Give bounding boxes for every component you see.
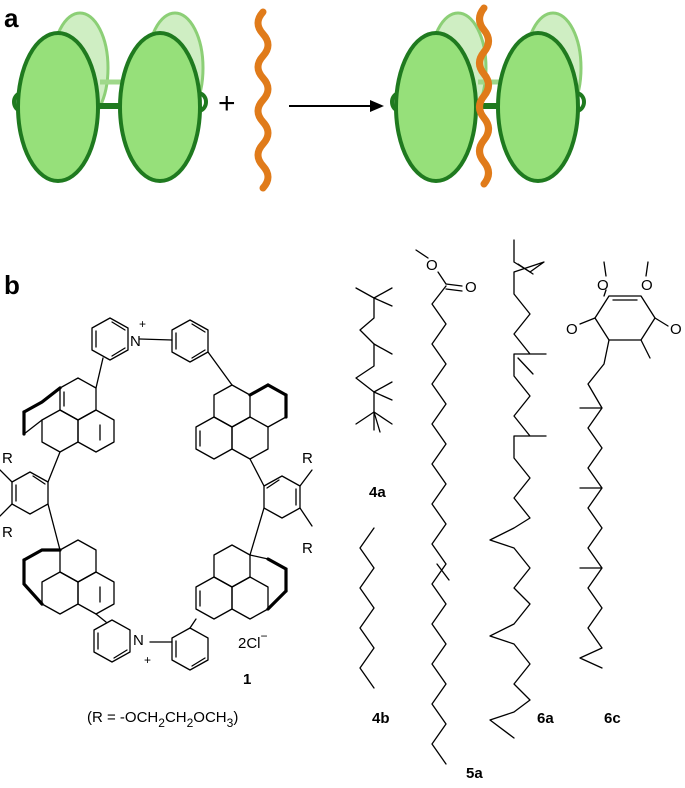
r-definition: (R = -OCH2CH2OCH3) <box>87 709 238 730</box>
phenanthrene-top-left <box>22 377 115 453</box>
dialkoxy-phenylene-left <box>0 469 49 517</box>
guest-6a-structure <box>489 239 547 739</box>
ester-oxygen: O <box>426 257 438 274</box>
compound-label-6c: 6c <box>604 710 621 727</box>
r-group-right-bottom: R <box>302 540 313 557</box>
quinone-oxygen-right: O <box>670 321 682 338</box>
methoxy-oxygen-left: O <box>597 277 609 294</box>
charge-bottom: + <box>144 653 151 667</box>
phenylene-ring-top <box>171 319 209 363</box>
reaction-arrow <box>289 100 384 112</box>
quinone-ring <box>594 295 656 341</box>
guest-4b-structure <box>359 527 375 689</box>
compound-label-1: 1 <box>243 671 251 688</box>
charge-top: + <box>139 317 146 331</box>
macrocycle-1-structure: R R R R <box>0 317 313 730</box>
panel-label-b: b <box>4 270 20 300</box>
compound-label-5a: 5a <box>466 765 483 782</box>
panel-label-a: a <box>4 3 19 33</box>
guest-chain-threaded-back <box>476 4 492 56</box>
r-group-left-top: R <box>2 450 13 467</box>
plus-sign: + <box>218 87 236 120</box>
quinone-oxygen-left: O <box>566 321 578 338</box>
compound-label-6a: 6a <box>537 710 554 727</box>
r-group-right-top: R <box>302 450 313 467</box>
guest-4a-structure <box>355 287 393 433</box>
compound-label-4a: 4a <box>369 484 386 501</box>
carbonyl-oxygen: O <box>465 279 477 296</box>
complex-ring-right <box>496 31 580 183</box>
guest-6c-structure: O O O O <box>566 261 682 669</box>
nitrogen-bottom: N <box>133 632 144 649</box>
methoxy-oxygen-right: O <box>641 277 653 294</box>
phenylene-ring-bottom <box>171 627 209 671</box>
compound-label-4b: 4b <box>372 710 390 727</box>
r-group-left-bottom: R <box>2 524 13 541</box>
complex-cartoon <box>390 4 586 188</box>
pyridinium-ring-bottom <box>93 619 131 663</box>
host-ring-right <box>118 31 202 183</box>
phenanthrene-bottom-right <box>195 544 288 620</box>
host-ring-left <box>16 31 100 183</box>
guest-chain-free <box>254 8 272 192</box>
dialkoxy-phenylene-right <box>263 469 313 527</box>
phenanthrene-top-right <box>195 383 288 460</box>
nitrogen-top: N <box>130 333 141 350</box>
counterion: 2Cl− <box>238 629 268 652</box>
pyridinium-ring-top <box>91 317 129 361</box>
host-cartoon <box>12 11 208 183</box>
complex-ring-left <box>394 31 478 183</box>
guest-5a-structure: O O <box>415 249 477 765</box>
phenanthrene-bottom-left <box>22 539 115 615</box>
guest-chain-threaded-front <box>476 48 492 188</box>
